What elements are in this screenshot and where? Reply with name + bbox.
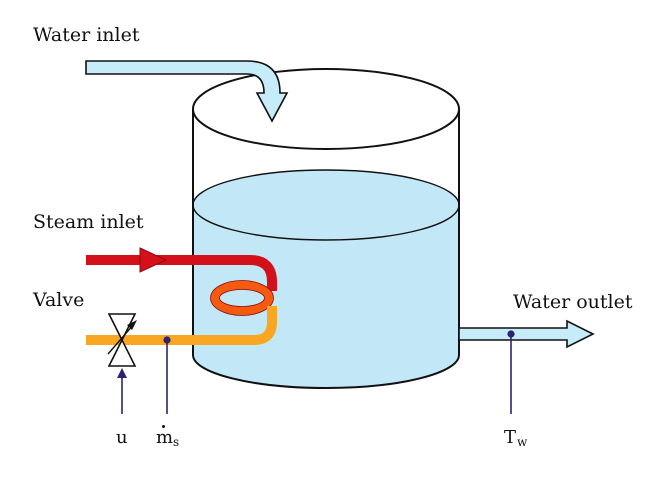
valve-adjust-arrow-shaft [107,323,135,355]
heating-coil [210,280,274,316]
ms-symbol-subscript: s [173,435,179,449]
heating-coil-outline-inner [219,289,265,307]
ms-symbol-main: m [156,427,173,448]
tw-symbol-main: T [504,427,516,448]
valve-body-bottom [107,338,137,367]
valve-label: Valve [32,289,84,311]
steam-inlet-label: Steam inlet [33,211,144,233]
water-outlet-label: Water outlet [513,291,633,313]
tw-symbol: T w [504,427,528,449]
tw-symbol-subscript: w [517,435,528,449]
heating-coil-outline-outer [210,280,274,316]
steam-flow-arrow [139,247,168,273]
tw-sensor-dot [507,330,515,338]
condensate-pipe [86,306,277,345]
ms-symbol: m s [156,425,179,449]
tank-bottom [192,354,460,389]
tank-top-rim [192,68,460,150]
valve-body-top [107,313,137,342]
ms-sensor-dot [163,336,171,344]
water-surface [192,169,460,241]
water-outlet-pipe [458,319,595,349]
u-signal-arrowhead [117,368,127,378]
water-inlet-pipe [85,60,289,123]
u-symbol: u [116,427,128,448]
steam-inlet-pipe [86,255,277,291]
ms-symbol-dot [162,425,165,428]
water-inlet-label: Water inlet [33,24,140,46]
control-valve[interactable] [107,313,137,367]
valve-adjust-arrowhead [127,320,137,330]
